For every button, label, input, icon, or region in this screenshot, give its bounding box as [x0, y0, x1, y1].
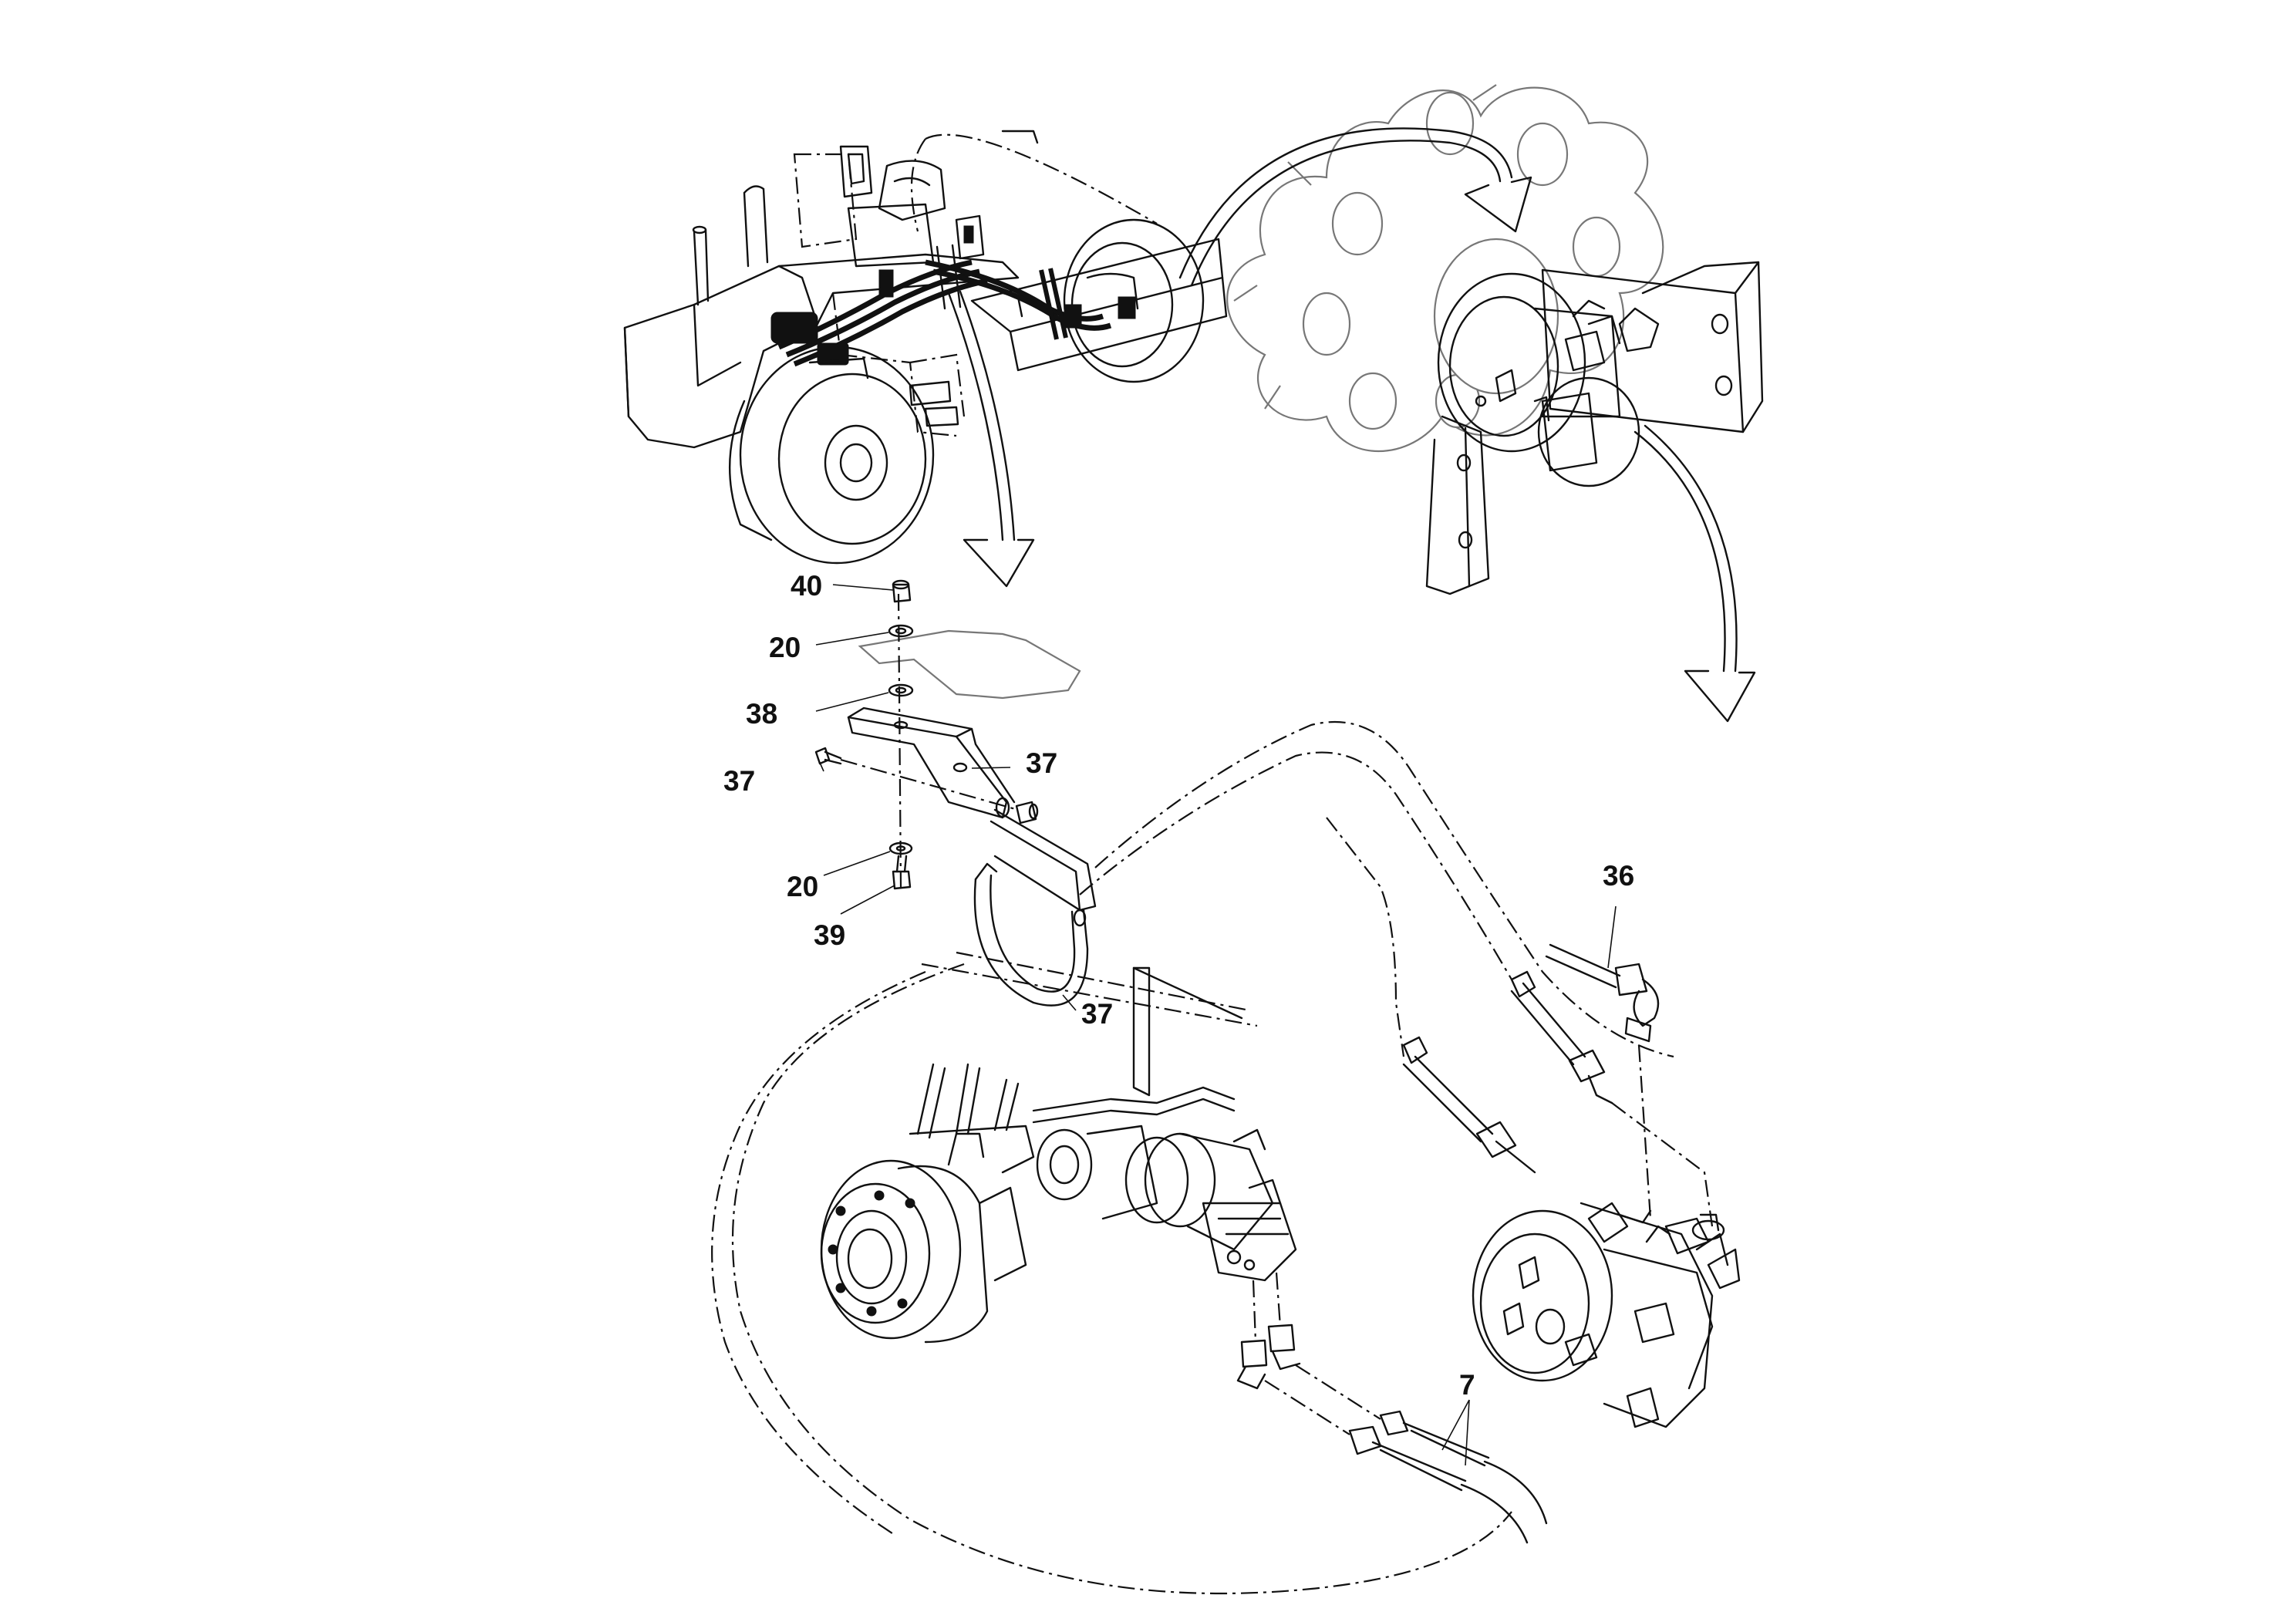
callout-20-upper: 20	[769, 632, 801, 663]
hydraulic-pump	[1472, 1202, 1741, 1428]
callout-7: 7	[1459, 1369, 1475, 1401]
hose-bracket-exploded	[711, 579, 1674, 1595]
view-arrows	[947, 127, 1756, 723]
drum-spider-flange-grey	[1226, 84, 1664, 453]
callout-37-clamp: 37	[1081, 998, 1113, 1030]
callout-37-right: 37	[1026, 747, 1057, 779]
roller-machine-overview	[623, 130, 1228, 565]
axle-wheel-motor	[820, 1063, 1548, 1544]
callout-36: 36	[1603, 860, 1634, 892]
callout-labels: 40 20 38 37 37 20 39 37 36 7	[723, 570, 1634, 1401]
callout-20-lower: 20	[787, 871, 818, 902]
motor-mount-bracket	[1425, 261, 1764, 595]
callout-38: 38	[746, 698, 777, 730]
callout-37-left: 37	[723, 765, 755, 797]
leader-lines	[815, 584, 1617, 1466]
callout-40: 40	[791, 570, 822, 602]
hoses-upper	[1402, 943, 1714, 1227]
callout-39: 39	[814, 919, 845, 951]
